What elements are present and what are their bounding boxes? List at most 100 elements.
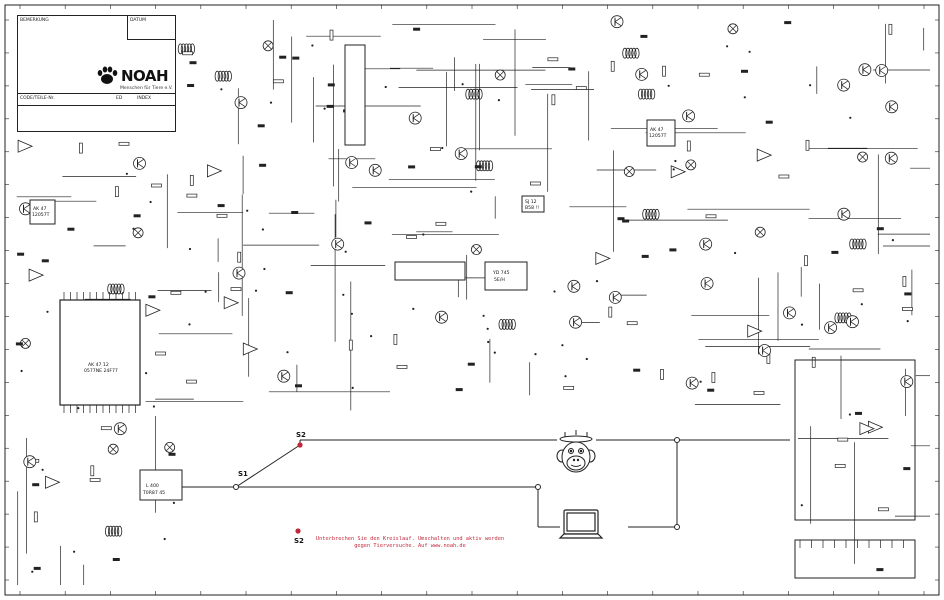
lamp xyxy=(727,23,739,35)
node-right-top xyxy=(674,437,680,443)
wire-tag xyxy=(568,67,576,71)
wire-tag xyxy=(904,292,912,296)
wire-tag xyxy=(903,467,911,471)
junction xyxy=(220,88,223,91)
wire-tag xyxy=(33,566,41,570)
title-index: INDEX xyxy=(137,96,152,101)
chip-top-connector xyxy=(344,44,366,146)
transistor xyxy=(875,64,889,77)
chip-yd745-label: YD 745 xyxy=(492,270,510,276)
junction xyxy=(493,351,496,354)
wire-tag xyxy=(148,295,156,299)
junction xyxy=(246,209,249,212)
terminal-pins xyxy=(799,540,904,548)
junction xyxy=(311,44,314,47)
chip-pins xyxy=(63,292,136,413)
resistor xyxy=(348,339,353,351)
lamp xyxy=(262,40,274,52)
junction xyxy=(149,200,152,204)
junction xyxy=(585,357,588,361)
junction xyxy=(553,290,556,293)
junction xyxy=(384,85,387,89)
transistor xyxy=(608,290,622,304)
junction xyxy=(351,386,354,389)
chip-yd745: YD 745 5E/H xyxy=(484,261,528,291)
wire-tag xyxy=(189,61,197,65)
transistor xyxy=(682,109,695,123)
title-code: CODE/TEILE-Nr. xyxy=(20,96,55,101)
resistor xyxy=(575,86,587,90)
coil xyxy=(105,525,123,537)
wire-tag xyxy=(876,568,884,572)
wire-tag xyxy=(327,83,335,87)
frame-ticks xyxy=(5,5,939,595)
wire-tag xyxy=(831,250,839,254)
resistor xyxy=(805,139,810,151)
switch-s2-top-node xyxy=(297,442,303,448)
coil xyxy=(849,238,867,250)
resistor xyxy=(393,334,398,345)
junction xyxy=(73,550,76,553)
chip-right-terminal-block xyxy=(794,359,916,521)
resistor xyxy=(610,60,615,72)
wire-tag xyxy=(168,452,176,456)
transistor xyxy=(19,202,32,216)
wire-tag xyxy=(364,221,372,225)
junction xyxy=(323,107,326,110)
chip-ak4712-label: AK 47 12 xyxy=(88,362,109,368)
resistor xyxy=(662,65,666,77)
transistor xyxy=(837,207,851,221)
wiring xyxy=(16,20,930,585)
junction xyxy=(31,570,34,573)
switch-loop xyxy=(182,439,790,528)
chip-sj12: SJ 12 B58 !! xyxy=(521,195,545,213)
resistor xyxy=(563,386,575,390)
connector-bottom-right xyxy=(794,539,916,579)
transistor xyxy=(900,375,914,389)
coil xyxy=(214,70,232,82)
resistor xyxy=(79,142,83,154)
junction xyxy=(487,340,490,344)
transistor xyxy=(700,277,714,290)
junction xyxy=(726,45,729,48)
op-amp xyxy=(670,165,687,179)
switch-s1-label: S1 xyxy=(238,470,248,478)
junction xyxy=(667,84,670,87)
transistor xyxy=(133,156,146,170)
transistor xyxy=(454,147,468,161)
title-datum: DATUM xyxy=(130,18,147,23)
transistor xyxy=(408,111,422,125)
chip-ak4712-main: AK 47 12 0577NE 24F77 xyxy=(59,299,141,406)
components xyxy=(15,15,914,573)
lamp xyxy=(623,166,635,177)
wire-tag xyxy=(413,27,421,31)
switch-s2-top-label: S2 xyxy=(296,431,306,439)
resistor xyxy=(230,287,242,291)
transistor xyxy=(23,455,37,469)
wire-tag xyxy=(617,217,625,221)
wire-tag xyxy=(292,56,300,60)
wire-tag xyxy=(765,120,773,124)
lamp xyxy=(685,159,697,171)
lamp xyxy=(494,69,506,81)
junction xyxy=(699,380,702,383)
resistor xyxy=(753,391,765,395)
coil xyxy=(498,318,516,330)
chip-ak47-left-sub: 12057T xyxy=(32,212,50,218)
junction xyxy=(41,468,44,471)
chip-sj12-label: SJ 12 xyxy=(525,199,537,205)
resistor xyxy=(686,140,691,152)
transistor xyxy=(567,279,581,293)
op-amp xyxy=(756,148,773,162)
coil xyxy=(465,88,483,100)
transistor xyxy=(884,151,898,165)
junction xyxy=(561,344,564,347)
resistor xyxy=(530,181,541,186)
wire-tag xyxy=(855,411,862,415)
wire-tag xyxy=(41,259,49,263)
resistor xyxy=(329,29,334,41)
junction xyxy=(263,267,266,271)
chip-l400-sub: T0R87 45 xyxy=(142,490,165,496)
junction xyxy=(261,228,264,231)
wire-tag xyxy=(67,227,75,231)
